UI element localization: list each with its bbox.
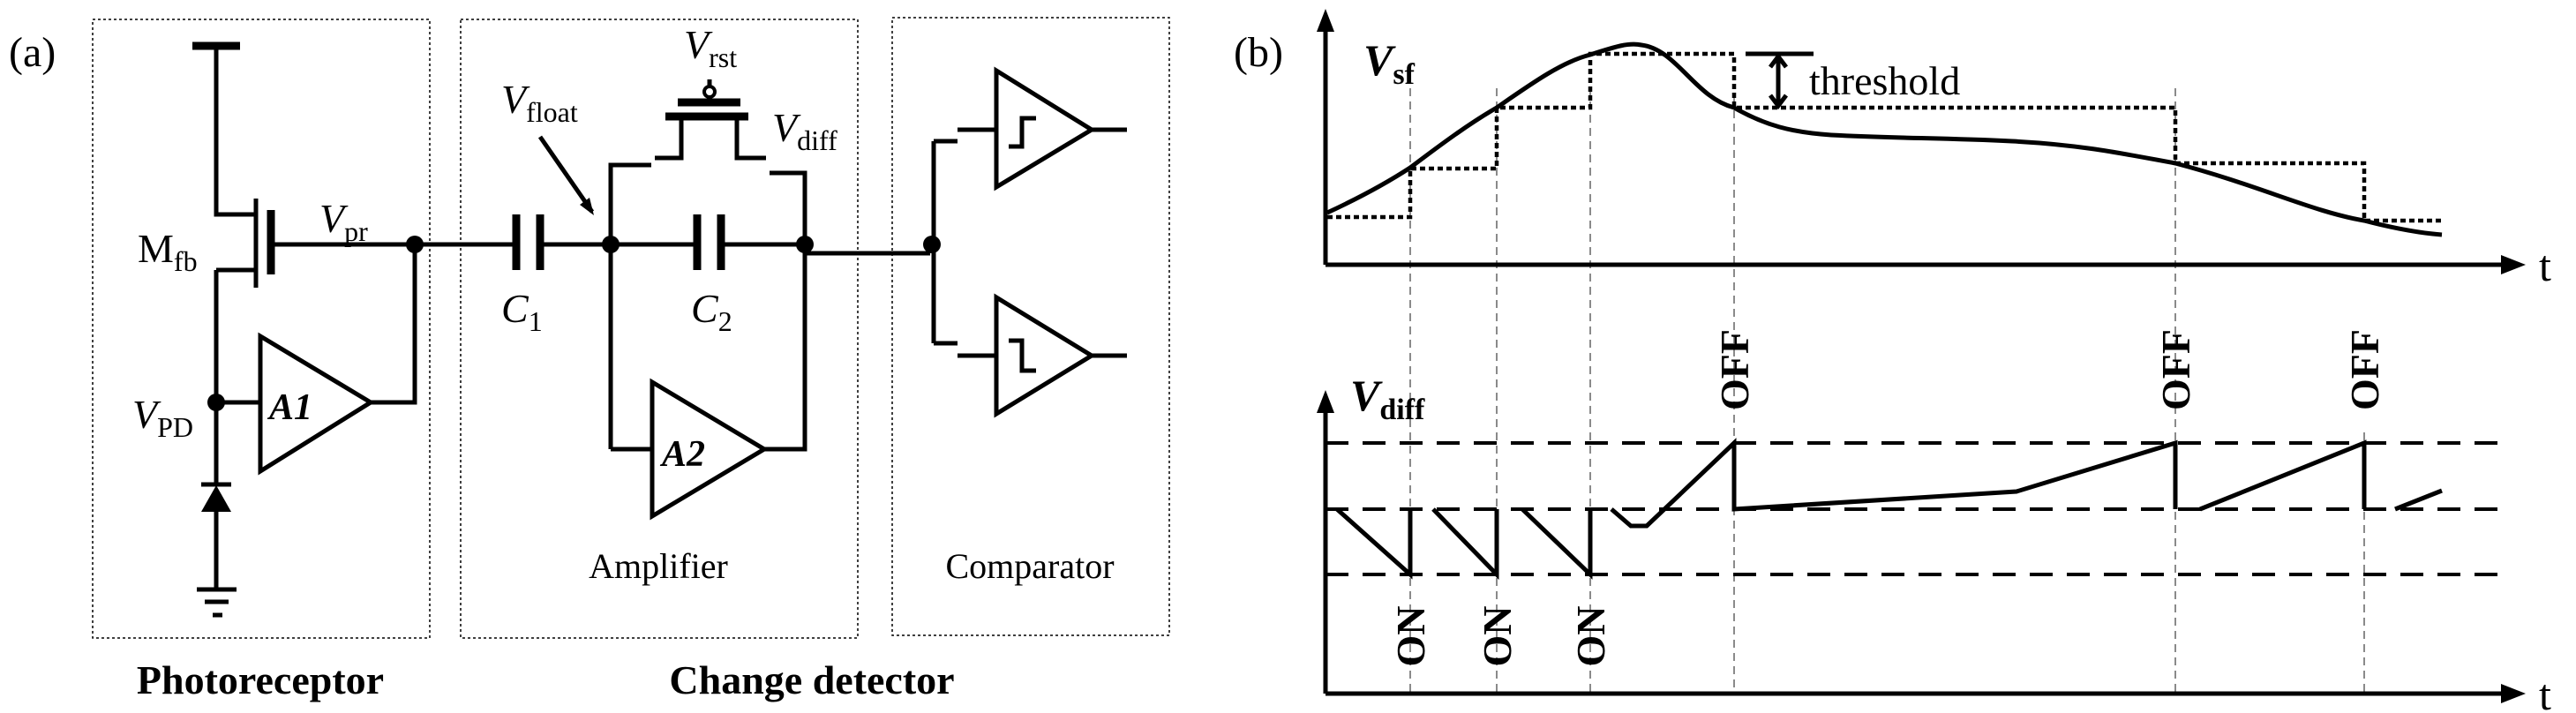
change-detector-label: Change detector [669,657,954,702]
vfloat-arrowhead [580,198,594,215]
hysteresis-down-icon [1009,338,1036,373]
mfb-transistor [214,46,259,484]
comparator-label: Comparator [945,546,1114,586]
vsf-ylabel: Vsf [1363,35,1416,91]
vpr-label: Vpr [319,196,368,247]
threshold-label: threshold [1809,58,1960,103]
ground-icon [197,587,237,618]
vdiff-xlabel: t [2539,670,2551,713]
vdiff-label: Vdiff [772,105,837,156]
vdiff-x-arrow [2501,684,2526,703]
vdiff-waveform [1335,438,2443,581]
comparator-circuit [805,66,1127,418]
vsf-reference-steps [1327,51,2442,223]
hysteresis-up-icon [1009,116,1036,149]
vfloat-label: Vfloat [501,77,578,128]
photodiode-icon [201,482,231,589]
vsf-axes [1323,25,2502,267]
c2-label: C2 [691,286,732,337]
c1-label: C1 [501,286,543,337]
on-event-labels: ON ON ON [1388,606,1613,667]
mfb-label: Mfb [138,226,198,277]
off-event-label: OFF [2153,329,2198,410]
comparator-bus-wire [805,127,1127,358]
panel-a-tag: (a) [9,29,56,76]
vsf-x-arrow [2501,255,2526,274]
vfloat-arrow [537,135,595,214]
vsf-xlabel: t [2539,241,2551,290]
off-event-labels: OFF OFF OFF [1712,329,2387,410]
vdiff-axes [1323,408,2502,696]
vdiff-ylabel: Vdiff [1350,371,1425,426]
comparator-box [891,17,1170,636]
a2-amplifier [650,378,769,521]
reset-switch-transistor [665,79,748,121]
off-comparator [994,293,1096,418]
photoreceptor-box [92,19,431,639]
vpd-node [207,394,225,411]
on-event-label: ON [1568,606,1613,667]
reset-loop-wire [608,118,807,452]
vsf-signal-curve [1326,41,2443,237]
photoreceptor-circuit: Mfb Vpr VPD A1 [132,41,424,618]
a2-label: A2 [659,434,705,475]
off-event-label: OFF [1712,329,1757,410]
event-guide-lines [1409,88,2365,694]
panel-a: (a) Mfb Vpr VPD [9,17,1170,702]
threshold-arrow-heads [1769,52,1788,110]
amplifier-label: Amplifier [589,546,728,586]
on-comparator [994,66,1096,191]
vsf-y-arrow [1317,9,1334,32]
on-event-label: ON [1388,606,1433,667]
vdiff-plot: Vdiff t ON ON ON OFF OFF OFF [1317,329,2551,713]
photoreceptor-label: Photoreceptor [137,657,384,702]
vrst-label: Vrst [684,22,737,73]
off-event-label: OFF [2342,329,2387,410]
vpd-label: VPD [132,392,193,443]
vpr-wire [271,242,417,405]
a1-label: A1 [267,387,312,428]
panel-b-tag: (b) [1234,29,1283,76]
comparator-node [923,236,941,253]
vsf-plot: Vsf t threshold [1317,9,2551,290]
panel-b: (b) Vsf t threshold [1234,9,2551,713]
on-event-label: ON [1475,606,1520,667]
vdiff-y-arrow [1317,390,1334,413]
amplifier-circuit: A2 Vfloat Vrst Vdiff C1 C2 [415,22,837,521]
amplifier-box [460,19,859,639]
